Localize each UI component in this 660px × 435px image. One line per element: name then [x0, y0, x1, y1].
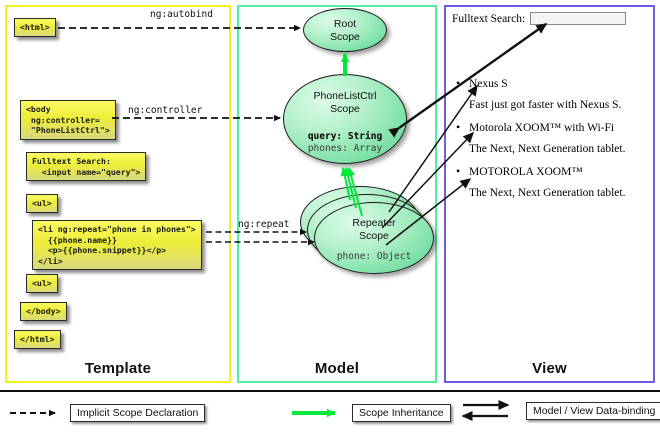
legend-label-databinding: Model / View Data-binding	[526, 402, 660, 420]
view-item-name: MOTOROLA XOOM™	[452, 164, 648, 179]
legend-label-implicit: Implicit Scope Declaration	[70, 404, 206, 422]
scope-ctrl-title-1: PhoneListCtrl	[313, 90, 377, 102]
scope-root-title-1: Root	[333, 18, 357, 30]
code-box-body-close: </body>	[20, 302, 67, 321]
legend-item-implicit: Implicit Scope Declaration	[8, 402, 206, 424]
scope-repeater-title-1: Repeater	[352, 217, 396, 229]
scope-repeater-front: Repeater Scope phone: Object	[314, 202, 434, 274]
code-box-body-open: <body ng:controller= "PhoneListCtrl">	[20, 100, 116, 140]
legend-green-arrow-icon	[292, 408, 336, 418]
edge-label-repeat: ng:repeat	[238, 219, 290, 230]
legend: Implicit Scope Declaration Scope Inherit…	[0, 396, 660, 435]
scope-repeater-prop-phone: phone: Object	[336, 251, 412, 262]
edge-label-autobind: ng:autobind	[150, 9, 213, 20]
code-box-html-open: <html>	[14, 18, 56, 37]
code-box-html-close: </html>	[14, 330, 61, 349]
view-item-snippet: The Next, Next Generation tablet.	[469, 143, 626, 155]
code-box-li-repeat: <li ng:repeat="phone in phones"> {{phone…	[32, 220, 202, 270]
code-box-ul-open: <ul>	[26, 194, 58, 213]
view-search-row: Fulltext Search:	[452, 12, 648, 25]
scope-root: Root Scope	[303, 8, 387, 52]
list-item: Motorola XOOM™ with Wi-Fi The Next, Next…	[452, 120, 648, 156]
legend-double-arrow-icon	[461, 400, 510, 421]
view-search-input[interactable]	[530, 12, 627, 25]
legend-dashed-arrow-icon	[10, 409, 56, 417]
list-item: MOTOROLA XOOM™ The Next, Next Generation…	[452, 164, 648, 200]
column-label-model: Model	[314, 360, 360, 377]
scope-ctrl-prop-query: query: String	[307, 131, 383, 142]
column-label-template: Template	[84, 360, 152, 377]
view-item-name: Nexus S	[452, 76, 648, 91]
scope-root-title-2: Scope	[330, 30, 360, 43]
code-box-search: Fulltext Search: <input name="query">	[26, 152, 147, 181]
column-label-view: View	[532, 360, 567, 377]
view-item-name: Motorola XOOM™ with Wi-Fi	[452, 120, 648, 135]
legend-item-inheritance: Scope Inheritance	[290, 402, 451, 424]
legend-divider	[0, 390, 660, 392]
view-content: Fulltext Search: Nexus S Fast just got f…	[452, 12, 648, 209]
view-item-snippet: The Next, Next Generation tablet.	[469, 187, 626, 199]
scope-ctrl-prop-phones: phones: Array	[307, 143, 383, 154]
view-search-label: Fulltext Search:	[452, 12, 526, 25]
view-item-snippet: Fast just got faster with Nexus S.	[469, 99, 622, 111]
scope-ctrl-title-2: Scope	[330, 102, 360, 115]
list-item: Nexus S Fast just got faster with Nexus …	[452, 76, 648, 112]
legend-item-databinding: Model / View Data-binding	[460, 400, 660, 422]
legend-label-inheritance: Scope Inheritance	[352, 404, 451, 422]
code-box-ul-close: <ul>	[26, 274, 58, 293]
edge-label-controller: ng:controller	[128, 105, 203, 116]
scope-phonelistctrl: PhoneListCtrl Scope query: String phones…	[283, 74, 407, 164]
view-phone-list: Nexus S Fast just got faster with Nexus …	[452, 76, 648, 200]
scope-repeater-title-2: Scope	[359, 229, 389, 242]
